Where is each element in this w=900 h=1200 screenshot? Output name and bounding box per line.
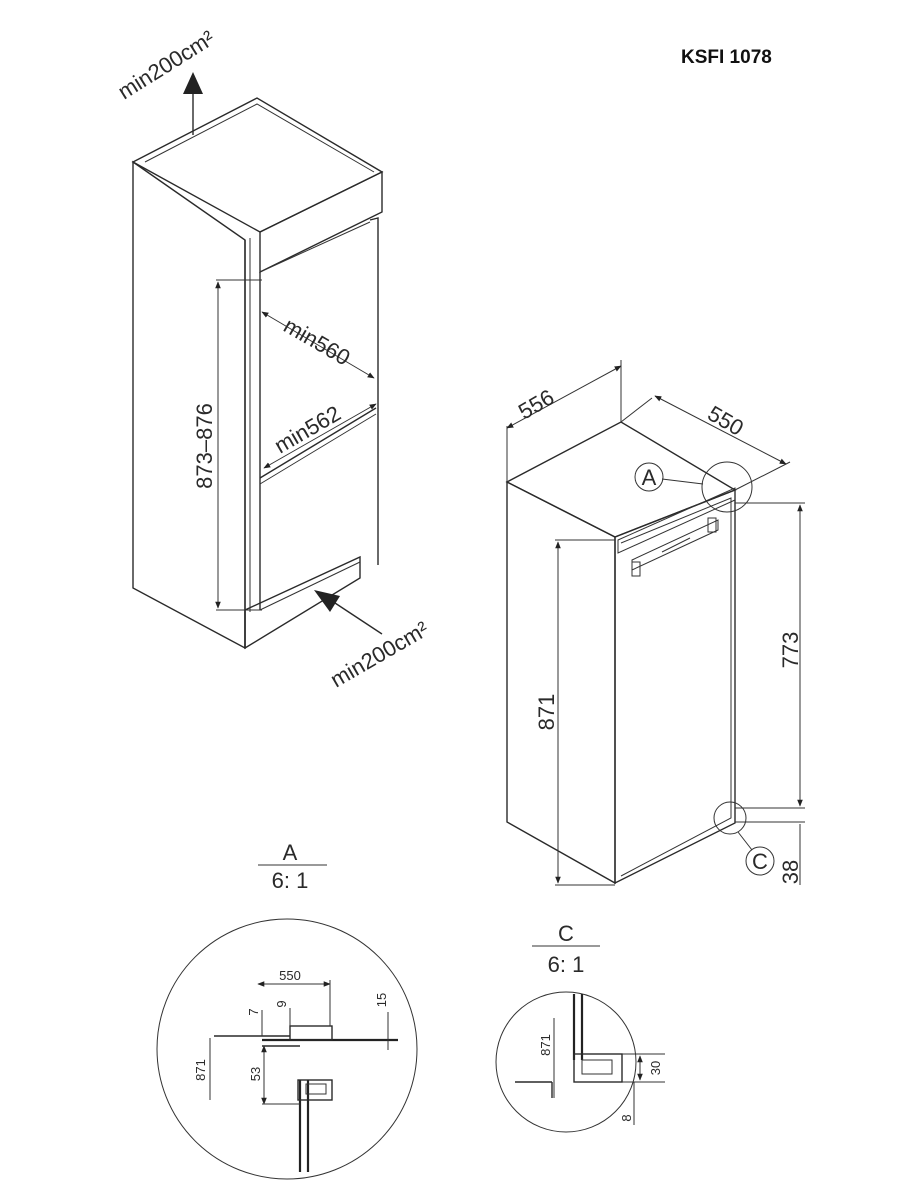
detail-c-scale: 6: 1	[548, 952, 585, 977]
depth-label: 556	[514, 384, 558, 424]
bottom-offset-label: 38	[778, 860, 803, 884]
detail-c-dim-30: 30	[648, 1061, 663, 1075]
detail-a: A 6: 1 550 7 9 15 871 53	[156, 840, 418, 1180]
door-height-label: 871	[534, 694, 559, 731]
width-upper-label: min560	[280, 313, 355, 371]
detail-a-dim-53: 53	[248, 1067, 263, 1081]
hinge-height-label: 773	[778, 632, 803, 669]
model-title: KSFI 1078	[681, 47, 772, 68]
detail-a-label: A	[283, 840, 298, 865]
cabinet-drawing: 873–876 min560 min562 min200cm² min200cm…	[113, 25, 432, 692]
height-range-label: 873–876	[192, 403, 217, 489]
detail-c-label: C	[558, 921, 574, 946]
detail-a-dim-9: 9	[274, 1000, 289, 1007]
detail-a-dim-871: 871	[193, 1059, 208, 1081]
appliance-drawing: 556 550 871 773 38 A C	[505, 360, 805, 886]
detail-a-dim-7: 7	[246, 1008, 261, 1015]
detail-c-marker: C	[752, 849, 768, 874]
detail-a-dim-15: 15	[374, 993, 389, 1007]
width-label: 550	[704, 401, 748, 441]
vent-top-label: min200cm²	[113, 25, 219, 104]
vent-bottom-label: min200cm²	[326, 616, 433, 692]
detail-c-dim-8: 8	[619, 1114, 634, 1121]
detail-c-dim-871: 871	[538, 1034, 553, 1056]
detail-a-scale: 6: 1	[272, 868, 309, 893]
detail-a-dim-width: 550	[279, 968, 301, 983]
detail-a-marker: A	[642, 465, 657, 490]
detail-c: C 6: 1 871 30 8	[495, 921, 665, 1133]
